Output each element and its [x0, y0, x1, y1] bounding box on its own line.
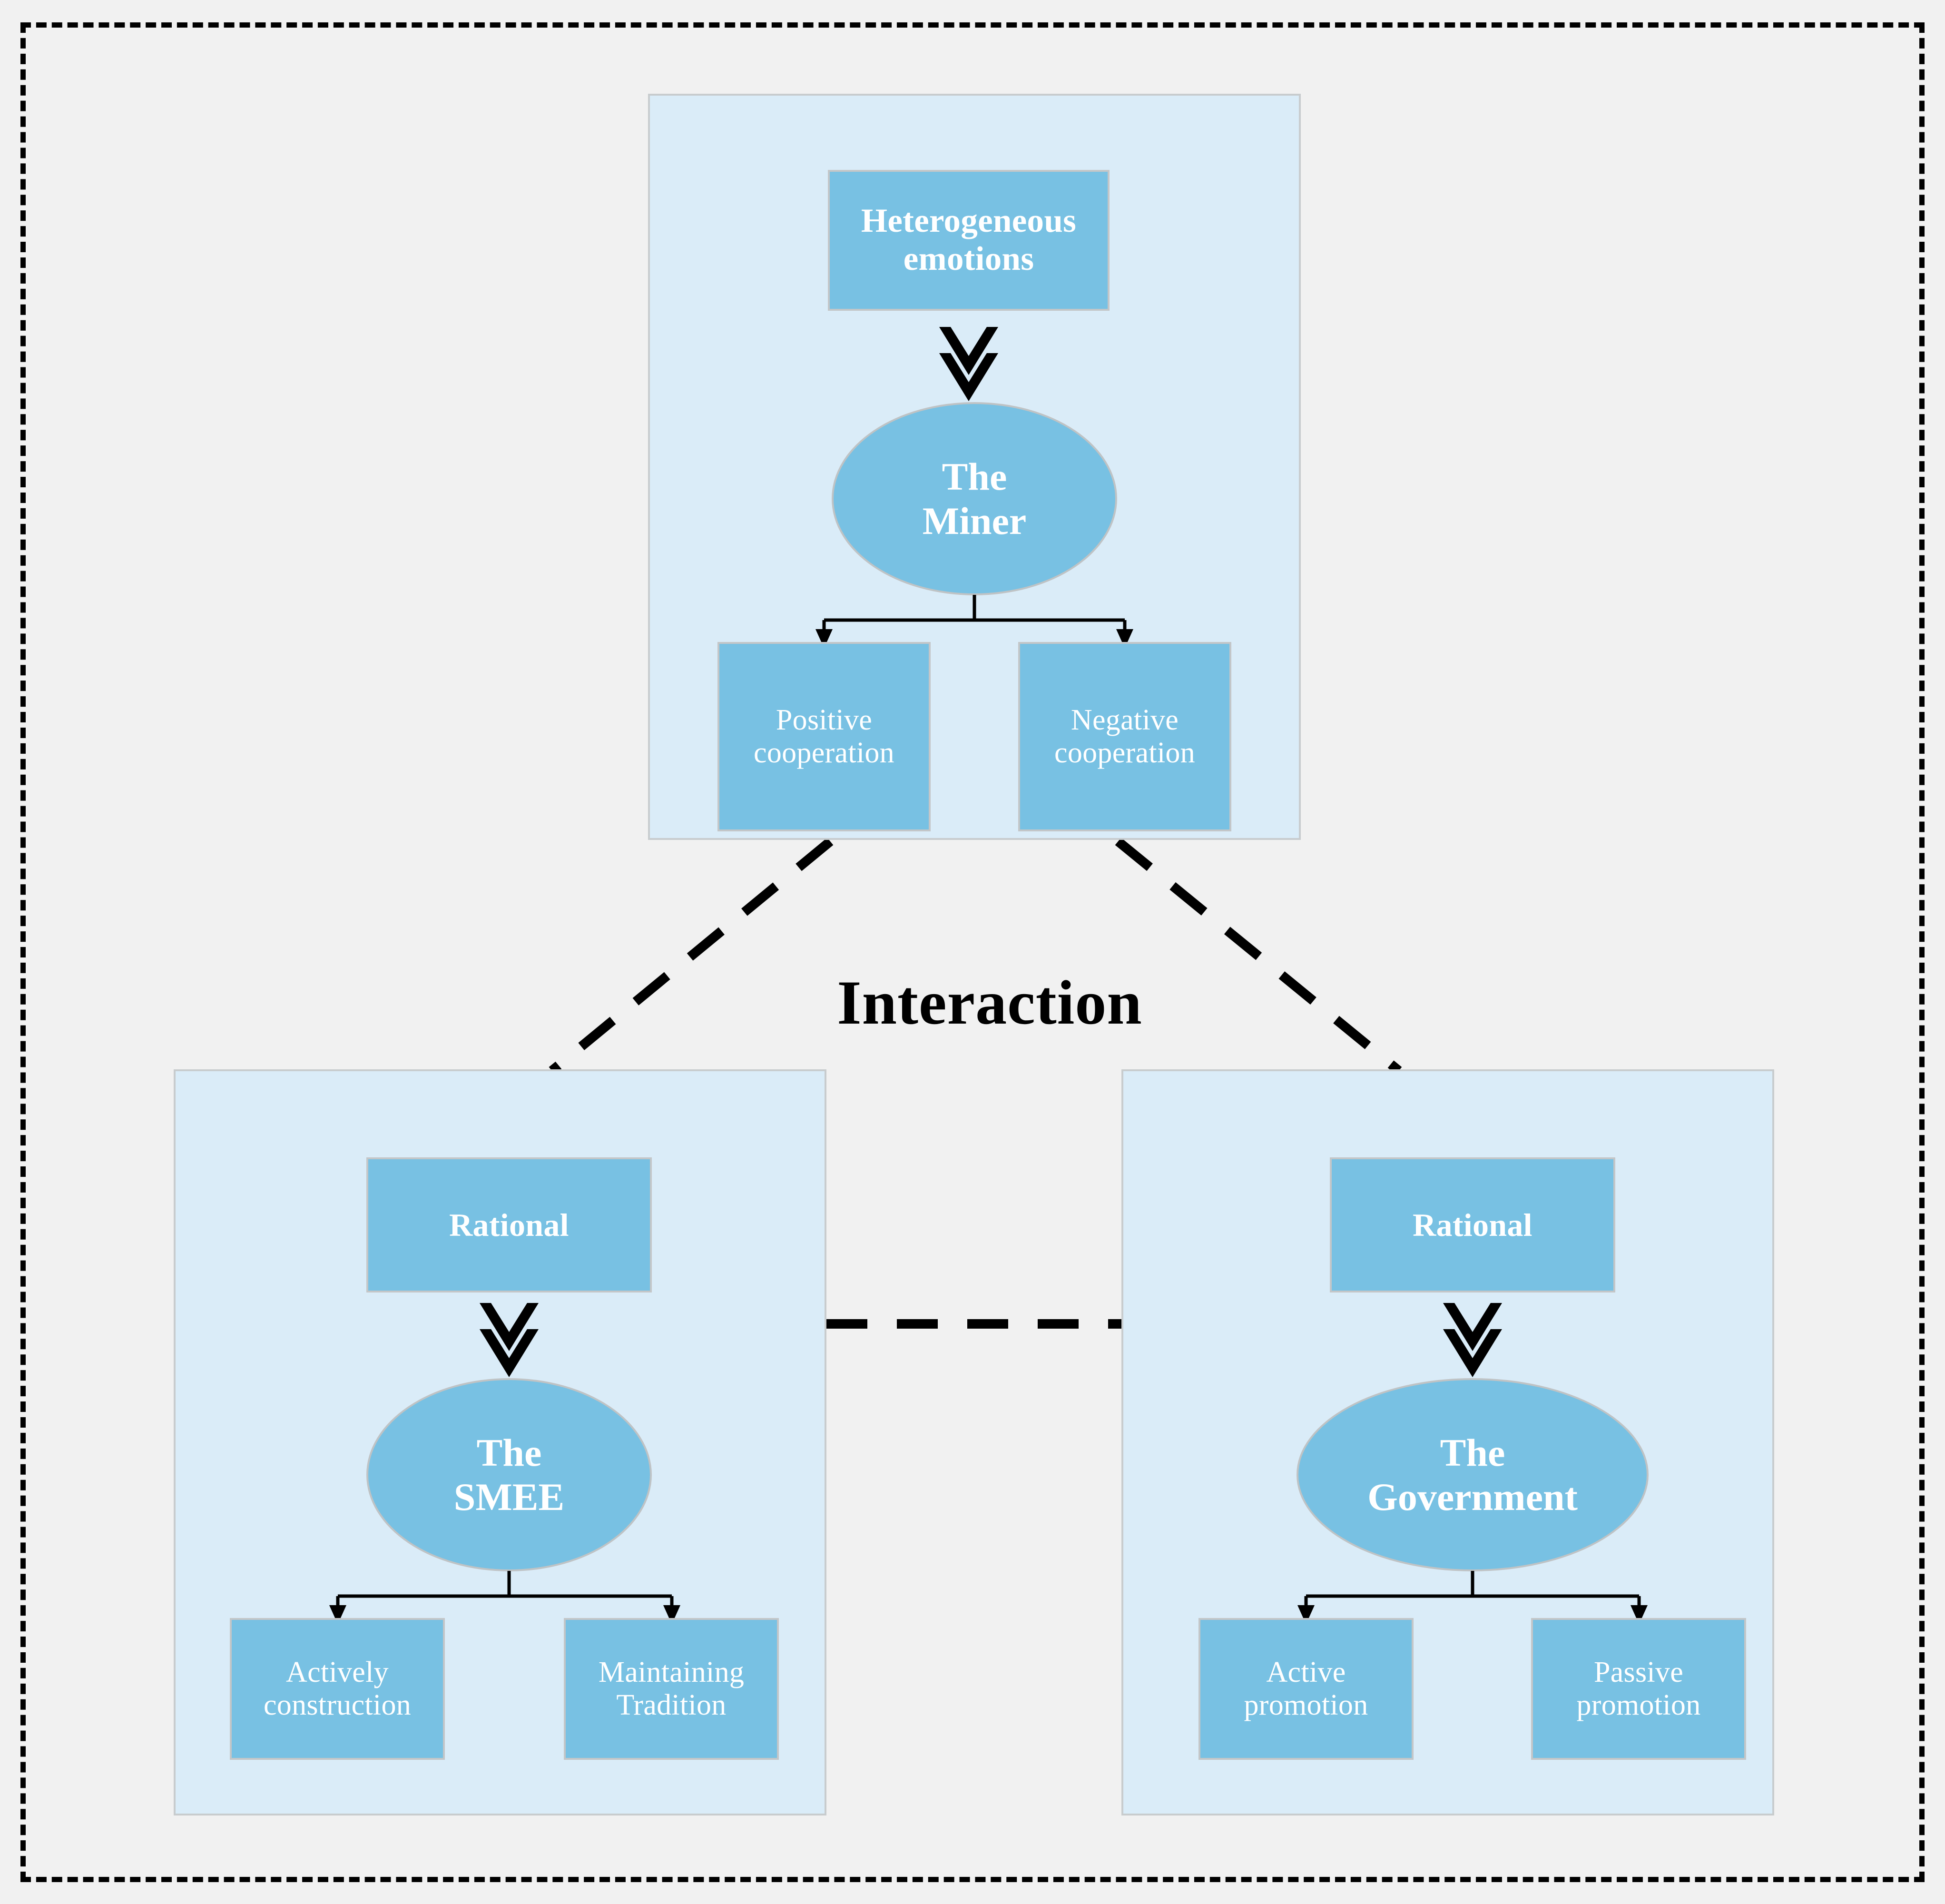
smee-left-arrowhead-icon [329, 1605, 346, 1624]
smee-actor-ellipse[interactable]: The SMEE [366, 1378, 652, 1571]
miner-option-box-1[interactable]: Positive cooperation [717, 642, 931, 831]
government-trait-box[interactable]: Rational [1330, 1157, 1615, 1292]
government-option-2-line-1: Passive [1593, 1656, 1684, 1688]
smee-trait-box[interactable]: Rational [366, 1157, 652, 1292]
government-option-box-1[interactable]: Active promotion [1198, 1618, 1414, 1760]
miner-trait-line-1: Heterogeneous [861, 202, 1077, 240]
dashed-line-miner-to-government [1115, 838, 1402, 1075]
interaction-label: Interaction [837, 967, 1142, 1037]
chevron-top-icon [1443, 1303, 1502, 1351]
government-right-arrowhead-icon [1631, 1605, 1648, 1624]
government-option-2-line-2: promotion [1576, 1689, 1701, 1721]
miner-option-1-line-2: cooperation [754, 737, 894, 769]
smee-option-2-line-1: Maintaining [598, 1656, 745, 1688]
government-actor-line-1: The [1440, 1430, 1505, 1474]
miner-trait-box[interactable]: Heterogeneous emotions [828, 170, 1110, 311]
miner-right-arrowhead-icon [1116, 629, 1133, 648]
chevron-top-icon [480, 1303, 539, 1351]
miner-option-2-line-2: cooperation [1054, 737, 1195, 769]
miner-trait-line-2: emotions [903, 240, 1034, 277]
government-left-arrowhead-icon [1297, 1605, 1315, 1624]
smee-option-1-line-2: construction [263, 1689, 412, 1721]
chevron-bottom-icon [480, 1329, 539, 1377]
smee-option-2-line-2: Tradition [616, 1689, 727, 1721]
miner-actor-line-1: The [942, 454, 1007, 498]
smee-right-arrowhead-icon [663, 1605, 680, 1624]
smee-trait-label: Rational [449, 1206, 569, 1243]
chevron-top-icon [939, 327, 998, 375]
miner-option-1-line-1: Positive [776, 703, 873, 736]
miner-actor-line-2: Miner [922, 499, 1027, 543]
smee-option-box-2[interactable]: Maintaining Tradition [564, 1618, 779, 1760]
chevron-bottom-icon [939, 353, 998, 401]
dashed-line-miner-to-smee [549, 838, 834, 1075]
chevron-bottom-icon [1443, 1329, 1502, 1377]
smee-actor-line-1: The [476, 1430, 542, 1474]
smee-actor-line-2: SMEE [453, 1475, 565, 1519]
government-actor-line-2: Government [1367, 1475, 1578, 1519]
miner-option-box-2[interactable]: Negative cooperation [1018, 642, 1231, 831]
miner-left-arrowhead-icon [815, 629, 833, 648]
government-option-1-line-1: Active [1266, 1656, 1346, 1688]
miner-option-2-line-1: Negative [1071, 703, 1179, 736]
government-option-1-line-2: promotion [1244, 1689, 1368, 1721]
miner-actor-ellipse[interactable]: The Miner [832, 402, 1117, 595]
government-actor-ellipse[interactable]: The Government [1297, 1378, 1649, 1571]
smee-option-1-line-1: Actively [286, 1656, 389, 1688]
government-trait-label: Rational [1413, 1206, 1532, 1243]
government-option-box-2[interactable]: Passive promotion [1531, 1618, 1746, 1760]
smee-option-box-1[interactable]: Actively construction [230, 1618, 445, 1760]
